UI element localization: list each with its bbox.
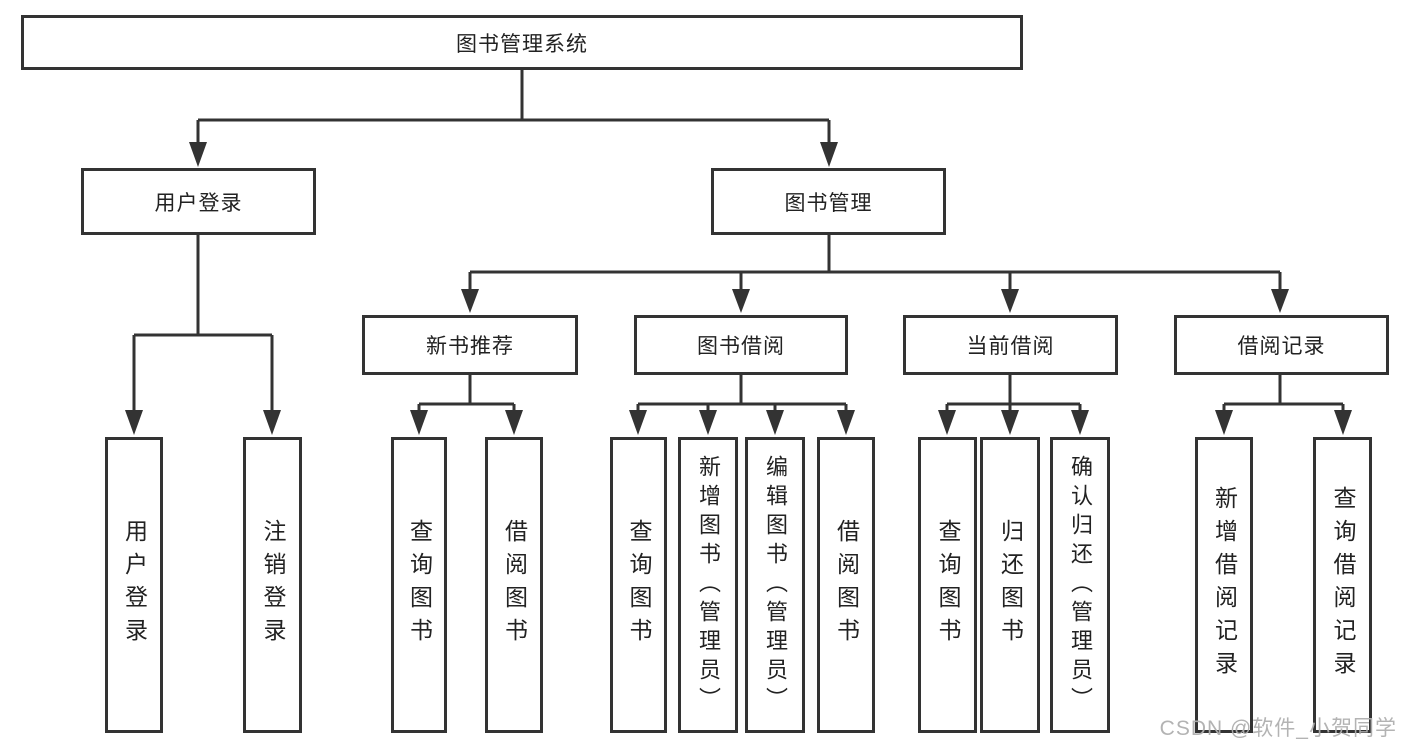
leaf-cb-query-books: 查询图书 xyxy=(918,437,977,733)
leaf-bb-borrow-books: 借阅图书 xyxy=(817,437,875,733)
csdn-watermark: CSDN @软件_小贺同学 xyxy=(1159,717,1397,740)
node-book-management: 图书管理 xyxy=(711,168,946,235)
leaf-logout: 注销登录 xyxy=(243,437,302,733)
node-new-books: 新书推荐 xyxy=(362,315,578,375)
node-book-borrowing: 图书借阅 xyxy=(634,315,848,375)
leaf-cb-confirm-return: 确认归还（管理员） xyxy=(1050,437,1110,733)
leaf-user-login: 用户登录 xyxy=(105,437,163,733)
node-root-title: 图书管理系统 xyxy=(21,15,1023,70)
node-user-login: 用户登录 xyxy=(81,168,316,235)
leaf-nb-query-books: 查询图书 xyxy=(391,437,447,733)
leaf-bb-edit-books: 编辑图书（管理员） xyxy=(745,437,805,733)
node-current-borrowing: 当前借阅 xyxy=(903,315,1118,375)
leaf-nb-borrow-books: 借阅图书 xyxy=(485,437,543,733)
leaf-cb-return-books: 归还图书 xyxy=(980,437,1040,733)
leaf-bb-query-books: 查询图书 xyxy=(610,437,667,733)
leaf-br-query-record: 查询借阅记录 xyxy=(1313,437,1372,733)
leaf-bb-add-books: 新增图书（管理员） xyxy=(678,437,738,733)
leaf-br-add-record: 新增借阅记录 xyxy=(1195,437,1253,733)
node-borrowing-records: 借阅记录 xyxy=(1174,315,1389,375)
